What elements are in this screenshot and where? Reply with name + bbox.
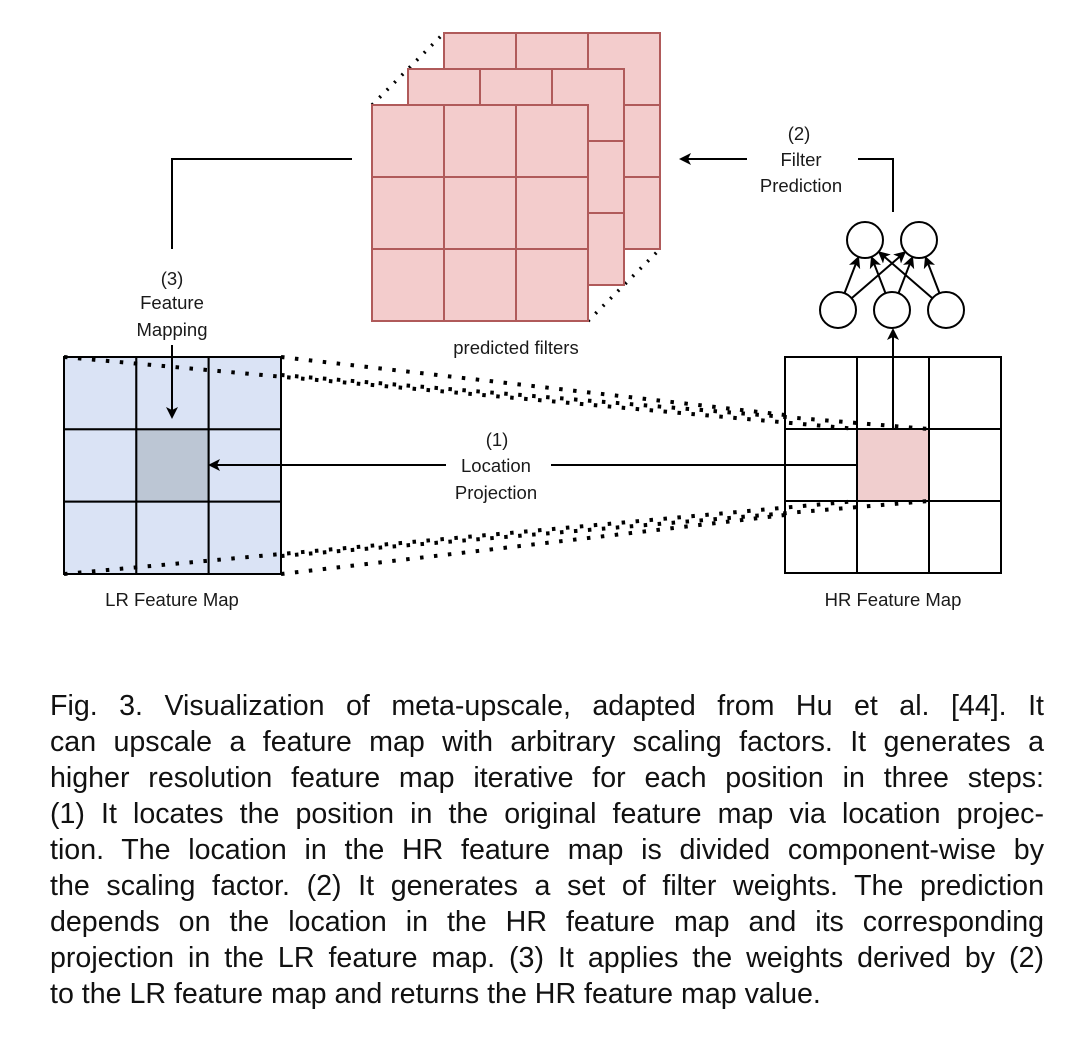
lr-highlighted-cell [135,428,210,503]
step1-label-line2: Projection [455,482,537,503]
lr-feature-map-label: LR Feature Map [105,589,239,610]
filter-prediction-line [858,158,894,212]
lr-cell [207,500,283,575]
dotted-line-top-outer [280,373,930,431]
hr-cell [928,500,1002,574]
network-output-node [900,221,938,259]
caption-line: the scaling factor. (2) It generates a s… [50,870,1044,902]
caption-line: higher resolution feature map iterative … [50,762,1044,794]
caption-line: can upscale a feature map with arbitrary… [50,726,1044,758]
filter-prediction-connector [679,153,894,212]
depth-dots-bottom-right [586,247,662,323]
caption-line: to the LR feature map and returns the HR… [50,978,821,1010]
depth-dots-top-left [370,31,446,107]
hr-cell [856,500,930,574]
filter-layer-3 [371,104,589,322]
hr-cell [784,356,858,430]
filter-cell [515,104,589,178]
network-edge [877,251,934,299]
dotted-line-top-edge [280,355,786,417]
step2-label-line2: Prediction [760,175,842,196]
network-edge [869,255,887,294]
lr-cell [63,356,138,431]
projection-dotted-lines [63,355,930,576]
caption-line: projection in the LR feature map. (3) It… [50,942,1044,974]
feature-mapping-connector [166,158,352,419]
caption-line: (1) It locates the position in the origi… [50,798,1044,830]
filter-cell [443,104,517,178]
network-edge [923,255,941,294]
step2-number: (2) [788,123,811,144]
step3-number: (3) [161,268,184,289]
figure-caption: Fig. 3. Visualization of meta-upscale, a… [50,688,1044,1012]
network-input-node [927,291,965,329]
lr-cell [63,428,138,503]
feature-mapping-line [171,158,352,249]
dotted-line-bottom-edge [280,513,786,576]
predicted-filters-stack [370,31,662,323]
step3-label-line1: Feature [140,292,204,313]
hr-highlighted-cell [856,428,930,502]
predicted-filters-label: predicted filters [453,337,578,358]
filter-cell [515,248,589,322]
network-output-node [846,221,884,259]
filter-cell [371,176,445,250]
lr-cell [207,356,283,431]
step1-label-line1: Location [461,455,531,476]
filter-prediction-network [819,221,965,329]
filter-cell [443,248,517,322]
lr-cell [135,500,210,575]
network-edge [843,255,861,294]
meta-upscale-diagram: predicted filters LR Feature Map HR Feat… [63,31,1002,610]
filter-cell [515,176,589,250]
caption-line: Fig. 3. Visualization of meta-upscale, a… [50,690,1044,722]
network-input-node [873,291,911,329]
dotted-line-bottom-outer [280,499,930,558]
caption-line: tion. The location in the HR feature map… [50,834,1044,866]
hr-cell [928,356,1002,430]
hr-cell [928,428,1002,502]
step3-label-line2: Mapping [137,319,208,340]
filter-cell [443,176,517,250]
filter-cell [371,104,445,178]
network-input-node [819,291,857,329]
hr-cell [784,500,858,574]
filter-cell [371,248,445,322]
step1-number: (1) [486,429,509,450]
step2-label-line1: Filter [780,149,821,170]
caption-line: depends on the location in the HR featur… [50,906,1044,938]
hr-feature-map-label: HR Feature Map [825,589,962,610]
lr-cell [63,500,138,575]
